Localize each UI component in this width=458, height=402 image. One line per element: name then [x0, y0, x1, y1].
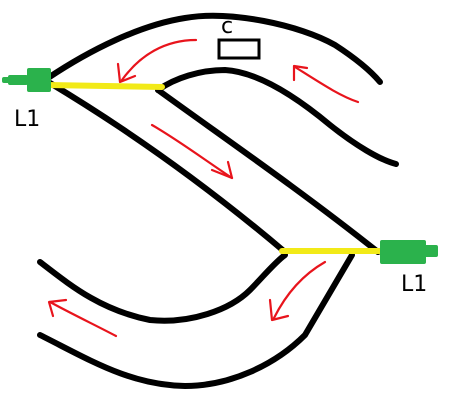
left-connector-icon [2, 68, 51, 92]
upper-loop-inner-rail [155, 67, 399, 167]
arrow-icon-lower-right [268, 260, 327, 322]
diagonal-rail-lower [155, 87, 381, 255]
arrow-icon-top-left [116, 38, 198, 84]
box-mark-label: c [221, 14, 233, 39]
right-connector-icon [380, 240, 438, 264]
track-rails [37, 12, 399, 389]
lower-loop-inner-rail [37, 252, 288, 324]
arrow-icon-lower-left [47, 298, 118, 338]
box-outline [217, 38, 261, 60]
left-section-label: L1 [14, 107, 40, 132]
diagonal-rail-upper [47, 80, 288, 255]
direction-arrows [47, 38, 360, 338]
left-insulated-section [45, 82, 165, 90]
upper-loop-outer-rail [45, 12, 383, 85]
lower-loop-outer-rail [37, 252, 355, 389]
insulated-sections [45, 82, 385, 254]
right-section-label: L1 [401, 272, 427, 297]
arrow-icon-middle [150, 123, 234, 180]
arrow-icon-top-right [292, 64, 360, 104]
